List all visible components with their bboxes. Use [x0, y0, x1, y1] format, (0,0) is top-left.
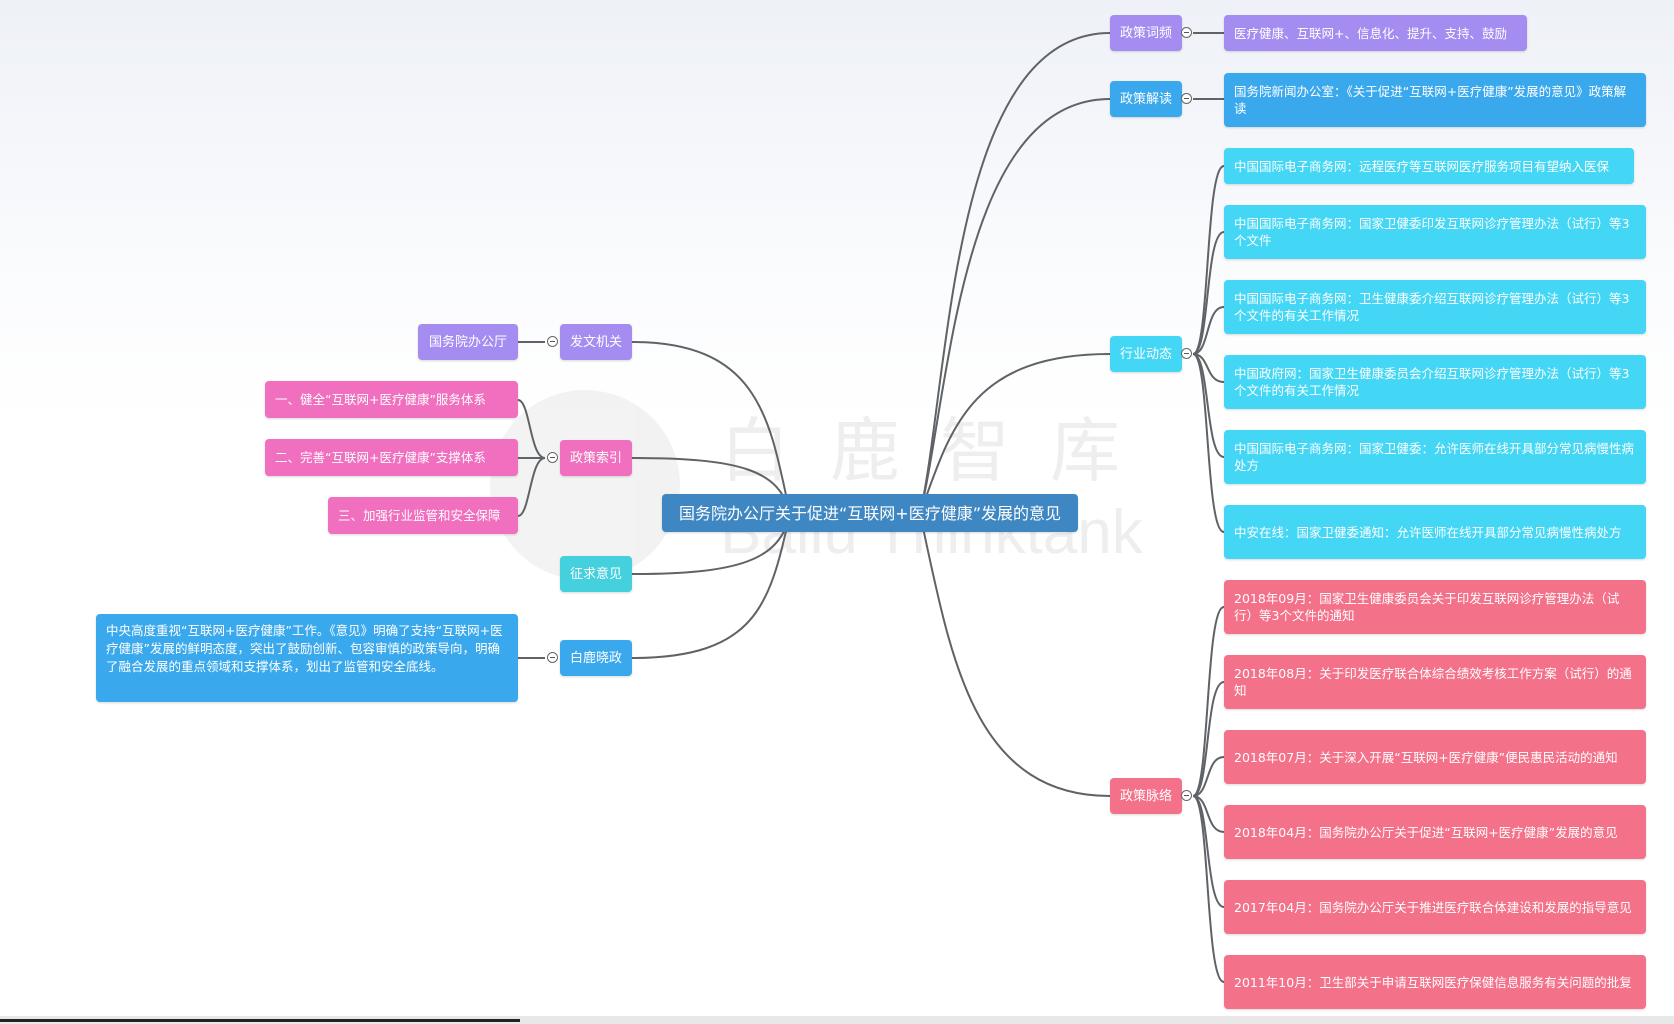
collapse-toggle-industry[interactable]: [1181, 348, 1192, 359]
connector: [1192, 353, 1225, 383]
leaf-industry-6[interactable]: 中安在线：国家卫健委通知：允许医师在线开具部分常见病慢性病处方: [1224, 505, 1646, 559]
leaf-industry-1[interactable]: 中国国际电子商务网：远程医疗等互联网医疗服务项目有望纳入医保: [1224, 148, 1634, 184]
connector: [631, 341, 791, 515]
branch-bailu-analysis[interactable]: 白鹿晓政: [560, 640, 632, 676]
connector: [1192, 353, 1225, 533]
connector: [1192, 231, 1225, 355]
collapse-toggle-interpretation[interactable]: [1181, 93, 1192, 104]
leaf-industry-5[interactable]: 中国国际电子商务网：国家卫健委：允许医师在线开具部分常见病慢性病处方: [1224, 430, 1646, 484]
leaf-interpretation[interactable]: 国务院新闻办公室：《关于促进“互联网+医疗健康”发展的意见》政策解读: [1224, 73, 1646, 127]
branch-keywords[interactable]: 政策词频: [1110, 15, 1182, 51]
connector: [1192, 756, 1225, 797]
connector: [517, 457, 546, 517]
leaf-index-3[interactable]: 三、加强行业监管和安全保障: [328, 497, 518, 534]
leaf-timeline-3[interactable]: 2018年07月：关于深入开展“互联网+医疗健康”便民惠民活动的通知: [1224, 730, 1646, 784]
central-topic[interactable]: 国务院办公厅关于促进“互联网+医疗健康”发展的意见: [662, 494, 1078, 532]
connector: [919, 353, 1111, 515]
connector: [1192, 306, 1225, 355]
leaf-index-1[interactable]: 一、健全“互联网+医疗健康”服务体系: [265, 381, 518, 418]
branch-industry-news[interactable]: 行业动态: [1110, 336, 1182, 372]
leaf-industry-3[interactable]: 中国国际电子商务网：卫生健康委介绍互联网诊疗管理办法（试行）等3个文件的有关工作…: [1224, 280, 1646, 334]
collapse-toggle-index[interactable]: [547, 452, 558, 463]
collapse-toggle-timeline[interactable]: [1181, 790, 1192, 801]
connector: [1192, 795, 1225, 833]
connector: [919, 513, 1111, 797]
connector: [919, 98, 1111, 515]
leaf-timeline-2[interactable]: 2018年08月：关于印发医疗联合体综合绩效考核工作方案（试行）的通知: [1224, 655, 1646, 709]
leaf-industry-4[interactable]: 中国政府网：国家卫生健康委员会介绍互联网诊疗管理办法（试行）等3个文件的有关工作…: [1224, 355, 1646, 409]
connector: [1192, 795, 1225, 983]
collapse-toggle-issuer[interactable]: [547, 336, 558, 347]
connector: [1192, 681, 1225, 797]
connector: [517, 399, 546, 459]
branch-issuer[interactable]: 发文机关: [560, 324, 632, 360]
connector: [631, 513, 791, 659]
connector: [1192, 165, 1225, 355]
connector: [919, 32, 1111, 515]
branch-feedback[interactable]: 征求意见: [560, 556, 632, 592]
leaf-industry-2[interactable]: 中国国际电子商务网：国家卫健委印发互联网诊疗管理办法（试行）等3个文件: [1224, 205, 1646, 259]
leaf-keywords[interactable]: 医疗健康、互联网+、信息化、提升、支持、鼓励: [1224, 15, 1527, 51]
leaf-timeline-1[interactable]: 2018年09月：国家卫生健康委员会关于印发互联网诊疗管理办法（试行）等3个文件…: [1224, 580, 1646, 634]
branch-policy-timeline[interactable]: 政策脉络: [1110, 778, 1182, 814]
leaf-issuer[interactable]: 国务院办公厅: [418, 324, 518, 360]
connector: [1192, 606, 1225, 797]
collapse-toggle-keywords[interactable]: [1181, 27, 1192, 38]
collapse-toggle-bailu[interactable]: [547, 652, 558, 663]
branch-interpretation[interactable]: 政策解读: [1110, 81, 1182, 117]
leaf-index-2[interactable]: 二、完善“互联网+医疗健康”支撑体系: [265, 439, 518, 476]
bottom-edge: [0, 1016, 1674, 1024]
leaf-timeline-4[interactable]: 2018年04月：国务院办公厅关于促进“互联网+医疗健康”发展的意见: [1224, 805, 1646, 859]
leaf-bailu-summary[interactable]: 中央高度重视“互联网+医疗健康”工作。《意见》明确了支持“互联网+医疗健康”发展…: [96, 614, 518, 702]
leaf-timeline-6[interactable]: 2011年10月：卫生部关于申请互联网医疗保健信息服务有关问题的批复: [1224, 955, 1646, 1009]
branch-policy-index[interactable]: 政策索引: [560, 440, 632, 476]
leaf-timeline-5[interactable]: 2017年04月：国务院办公厅关于推进医疗联合体建设和发展的指导意见: [1224, 880, 1646, 934]
